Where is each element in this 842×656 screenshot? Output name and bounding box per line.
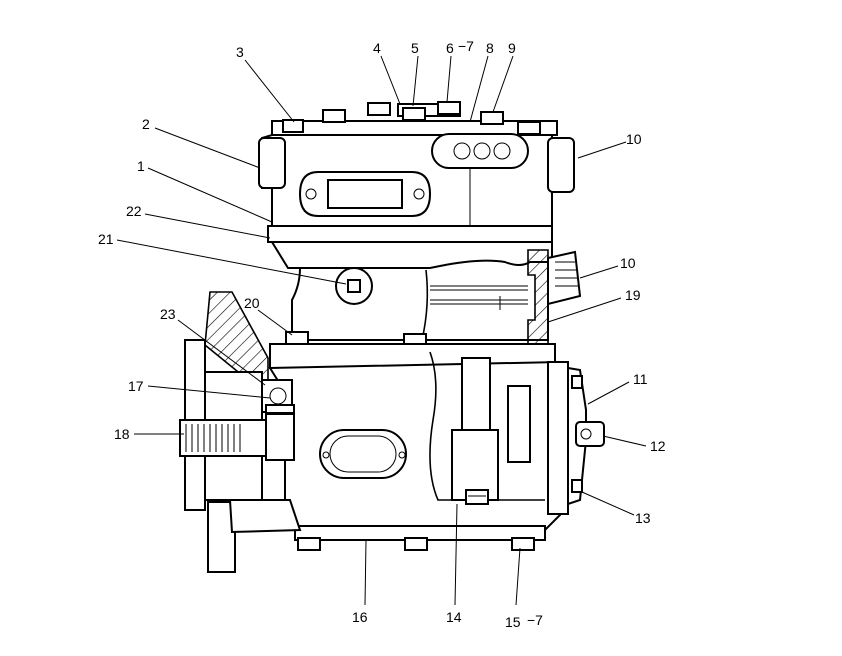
callout-19: 19 bbox=[625, 287, 641, 303]
callout-11: 11 bbox=[633, 371, 648, 387]
callout-labels: 3 4 5 6 −7 8 9 2 10 1 22 21 10 19 20 23 … bbox=[98, 38, 666, 630]
callout-5: 5 bbox=[411, 40, 419, 56]
callout-18: 18 bbox=[114, 426, 130, 442]
callout-15: 15 bbox=[505, 614, 521, 630]
callout-3: 3 bbox=[236, 44, 244, 60]
callout-13: 13 bbox=[635, 510, 651, 526]
cylinder-head bbox=[258, 101, 575, 233]
callout-8: 8 bbox=[486, 40, 494, 56]
mounting-flange bbox=[179, 291, 302, 573]
callout-9: 9 bbox=[508, 40, 516, 56]
callout-16: 16 bbox=[352, 609, 368, 625]
head-gasket bbox=[267, 225, 553, 269]
callout-17: 17 bbox=[128, 378, 144, 394]
callout-14: 14 bbox=[446, 609, 462, 625]
callout-4: 4 bbox=[373, 40, 381, 56]
callout-10-lower: 10 bbox=[620, 255, 636, 271]
callout-6-range: −7 bbox=[458, 38, 474, 54]
callout-1: 1 bbox=[137, 158, 145, 174]
callout-2: 2 bbox=[142, 116, 150, 132]
crankcase bbox=[268, 343, 605, 551]
callout-21: 21 bbox=[98, 231, 114, 247]
callout-6: 6 bbox=[446, 40, 454, 56]
callout-20: 20 bbox=[244, 295, 260, 311]
leader-lines bbox=[116, 55, 647, 606]
callout-12: 12 bbox=[650, 438, 666, 454]
callout-23: 23 bbox=[160, 306, 176, 322]
callout-10-upper: 10 bbox=[626, 131, 642, 147]
callout-15-range: −7 bbox=[527, 612, 543, 628]
callout-22: 22 bbox=[126, 203, 142, 219]
